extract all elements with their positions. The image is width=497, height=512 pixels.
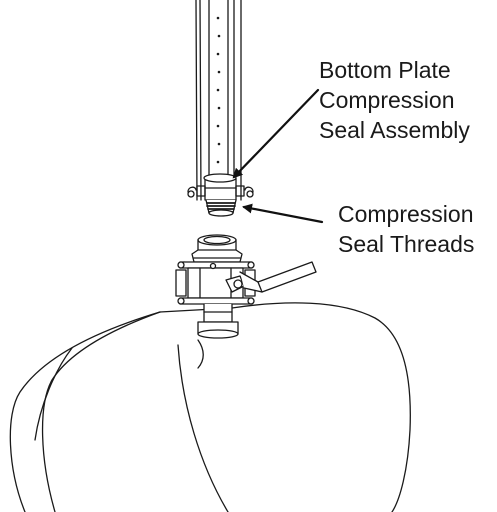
pipe-right-edge bbox=[231, 302, 411, 512]
pipe-back-curve bbox=[177, 344, 229, 512]
pipe-saddle-line bbox=[197, 339, 204, 369]
pipe bbox=[9, 302, 411, 512]
label-bottom-plate-line1: Bottom Plate bbox=[319, 57, 451, 83]
label-bottom-plate-line2: Compression bbox=[319, 87, 455, 113]
arrow-bottom-plate bbox=[232, 88, 320, 179]
pipe-shading-line bbox=[34, 347, 73, 441]
label-seal-threads-line1: Compression bbox=[338, 201, 474, 227]
seal-threads-part bbox=[205, 199, 237, 217]
label-seal-threads-line2: Seal Threads bbox=[338, 231, 474, 257]
pipe-left-outer-edge bbox=[9, 311, 161, 512]
ball-valve bbox=[175, 234, 317, 339]
tube bbox=[195, 0, 242, 201]
label-bottom-plate-line3: Seal Assembly bbox=[319, 117, 470, 143]
tube-perforations bbox=[216, 16, 221, 182]
pipe-left-inner-edge bbox=[41, 311, 161, 512]
arrow-seal-threads bbox=[242, 203, 324, 224]
seal-assembly-part bbox=[187, 173, 254, 201]
